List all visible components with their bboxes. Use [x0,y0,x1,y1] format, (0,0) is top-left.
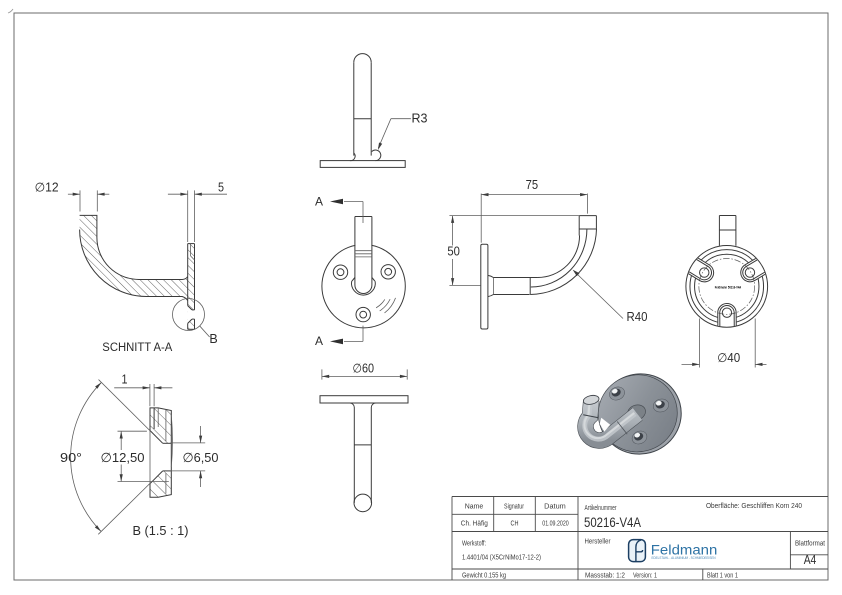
svg-text:75: 75 [526,178,539,192]
svg-text:Hersteller: Hersteller [585,539,612,546]
svg-text:50216-V4A: 50216-V4A [584,514,642,530]
svg-text:EDELSTAHL - ALUMINIUM - SCHMIE: EDELSTAHL - ALUMINIUM - SCHMIEDEEISEN [652,556,717,560]
svg-text:Signatur: Signatur [504,504,525,511]
svg-text:B: B [209,332,217,346]
svg-text:Gewicht 0.155 kg: Gewicht 0.155 kg [462,573,506,580]
svg-text:∅60: ∅60 [353,361,375,375]
svg-text:Datum: Datum [544,504,566,511]
svg-text:Ch. Häfig: Ch. Häfig [461,521,488,528]
svg-text:Artikelnummer: Artikelnummer [585,505,617,512]
svg-text:∅12,50: ∅12,50 [101,450,145,465]
svg-text:Werkstoff:: Werkstoff: [462,541,486,548]
svg-text:Oberfläche: Geschliffen Korn: Oberfläche: Geschliffen Korn 240 [706,503,802,510]
svg-text:R40: R40 [627,310,648,324]
svg-text:SCHNITT A-A: SCHNITT A-A [102,342,172,354]
svg-text:1: 1 [122,373,128,387]
svg-text:Feldmann 50216-V4A: Feldmann 50216-V4A [715,285,742,289]
svg-text:A: A [315,197,323,209]
svg-text:A: A [315,336,323,348]
svg-text:Blattformat: Blattformat [795,541,825,548]
svg-text:5: 5 [218,180,224,194]
svg-text:A4: A4 [804,553,817,567]
svg-text:Name: Name [465,504,484,511]
svg-text:Massstab: 1:2: Massstab: 1:2 [585,573,625,580]
svg-text:B (1.5 : 1): B (1.5 : 1) [133,524,189,538]
svg-text:90°: 90° [60,450,82,465]
svg-text:∅6,50: ∅6,50 [183,450,219,465]
svg-text:∅12: ∅12 [35,180,59,194]
svg-text:01.09.2020: 01.09.2020 [542,521,569,528]
svg-text:Blatt 1 von 1: Blatt 1 von 1 [707,573,738,580]
svg-text:R3: R3 [412,112,428,126]
svg-text:Version: 1: Version: 1 [633,573,657,580]
svg-text:50: 50 [447,244,460,258]
svg-text:1.4401/04 (X5CrNiMo17-12-2): 1.4401/04 (X5CrNiMo17-12-2) [462,555,541,562]
svg-text:CH: CH [511,521,519,528]
svg-text:Feldmann: Feldmann [651,543,718,558]
svg-text:∅40: ∅40 [717,351,740,365]
